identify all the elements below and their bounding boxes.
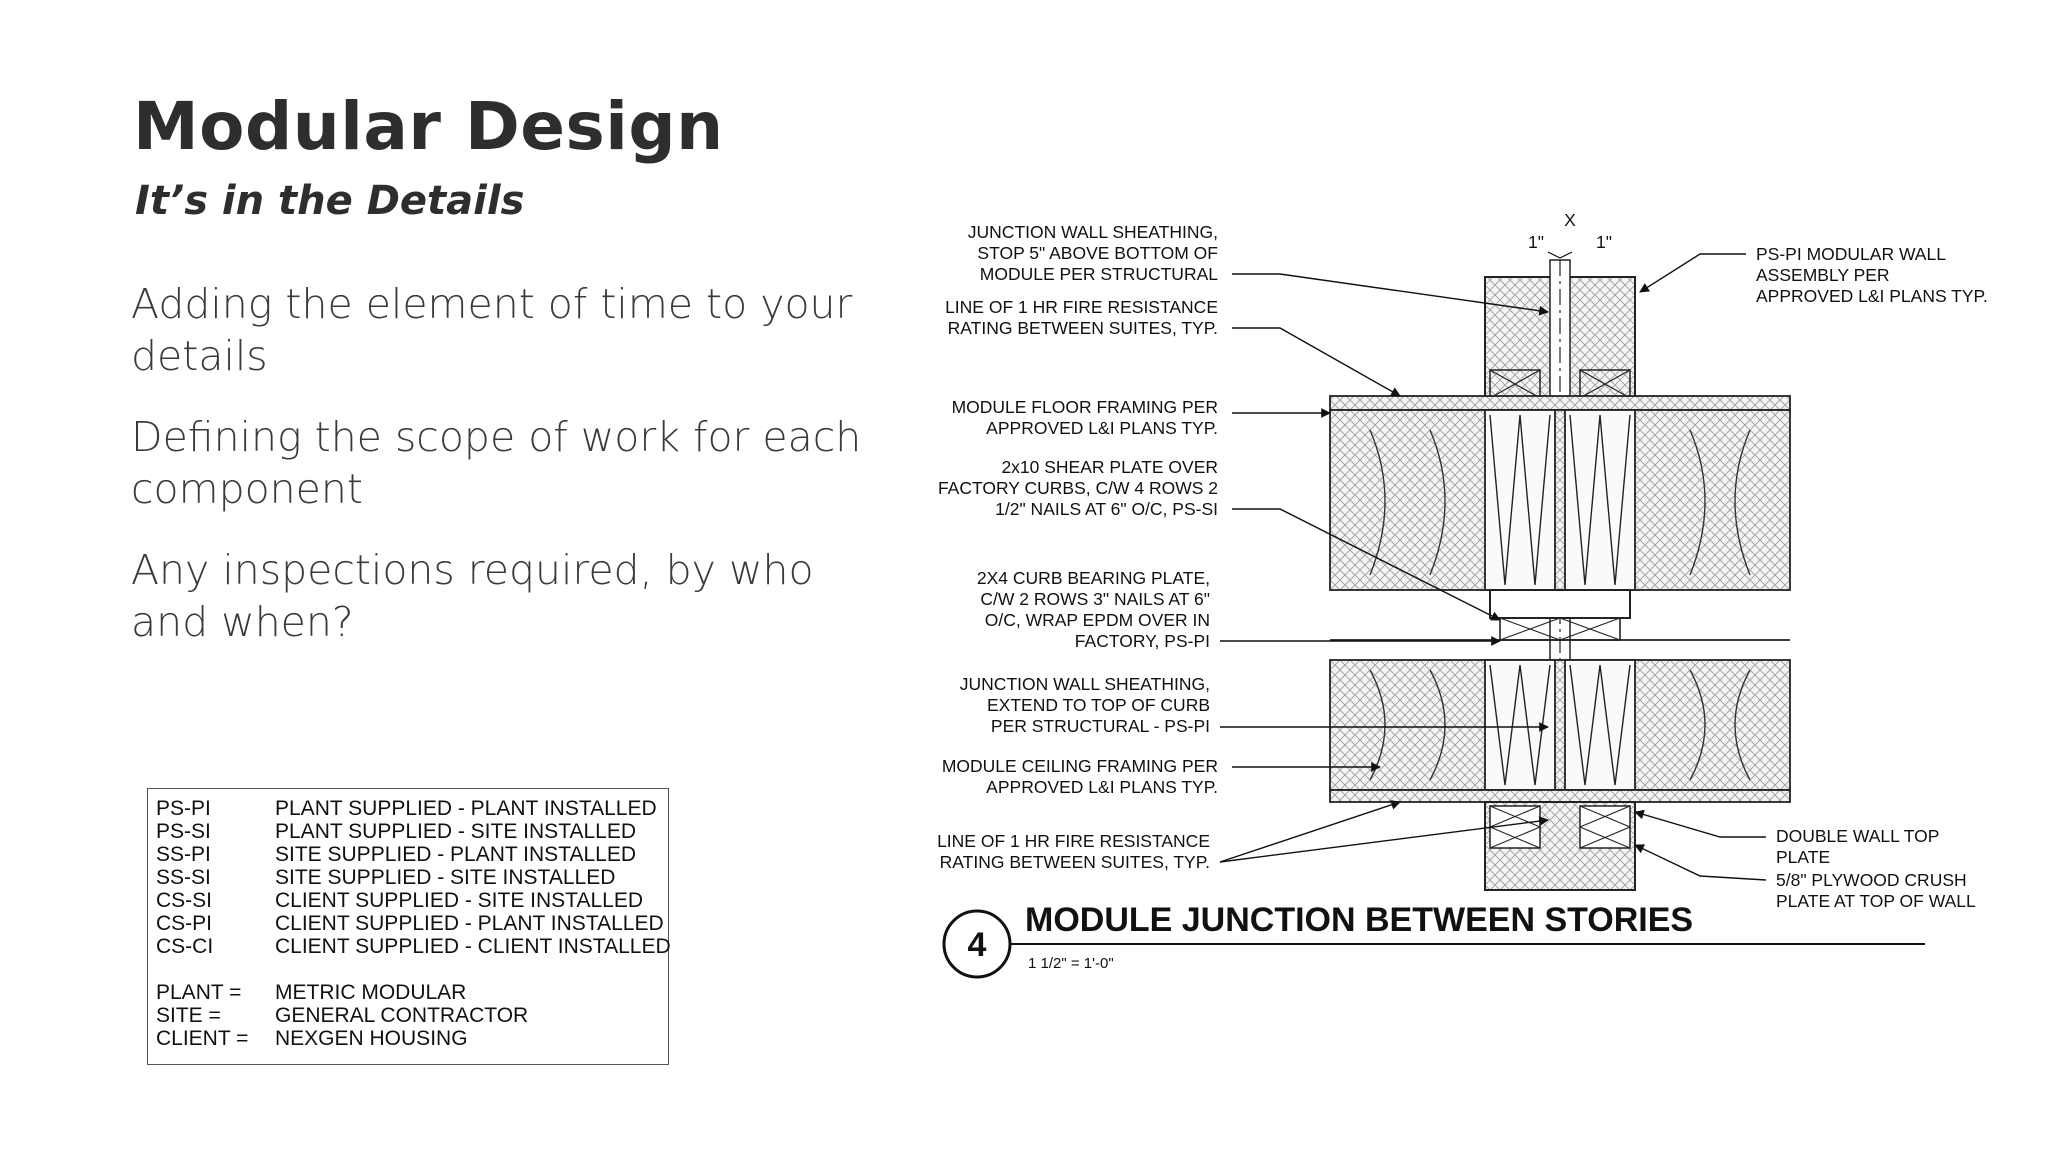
slide-subtitle: It’s in the Details (135, 178, 525, 224)
legend-code: PS-PI (156, 797, 211, 820)
callout-curb-bearing-plate: 2X4 CURB BEARING PLATE, C/W 2 ROWS 3" NA… (977, 568, 1501, 651)
legend-desc: CLIENT SUPPLIED - CLIENT INSTALLED (275, 935, 671, 958)
callout-ceiling-framing: MODULE CEILING FRAMING PER APPROVED L&I … (942, 756, 1381, 797)
bullet-list: Adding the element of time to your detai… (131, 278, 871, 677)
callout-double-top-plate: DOUBLE WALL TOP PLATE (1634, 809, 1939, 867)
svg-text:RATING BETWEEN SUITES, TYP.: RATING BETWEEN SUITES, TYP. (948, 318, 1218, 338)
svg-text:STOP 5" ABOVE BOTTOM OF: STOP 5" ABOVE BOTTOM OF (977, 243, 1218, 263)
legend-code: SITE = (156, 1004, 221, 1027)
bullet-item: Adding the element of time to your detai… (131, 280, 853, 380)
legend-desc: SITE SUPPLIED - PLANT INSTALLED (275, 843, 636, 866)
svg-text:MODULE FLOOR FRAMING PER: MODULE FLOOR FRAMING PER (952, 397, 1218, 417)
legend-code: SS-PI (156, 843, 211, 866)
detail-number: 4 (968, 926, 987, 964)
legend-code: PS-SI (156, 820, 211, 843)
junction-section-drawing: X 1" 1" JUNCTION WALL SHEATHING, STOP 5"… (937, 210, 1988, 979)
legend-desc: PLANT SUPPLIED - SITE INSTALLED (275, 820, 636, 843)
svg-text:1/2" NAILS AT 6" O/C, PS-SI: 1/2" NAILS AT 6" O/C, PS-SI (995, 499, 1218, 519)
svg-text:ASSEMBLY PER: ASSEMBLY PER (1756, 265, 1890, 285)
legend-code: PLANT = (156, 981, 242, 1004)
drawing-title-block: 4 MODULE JUNCTION BETWEEN STORIES 1 1/2"… (942, 901, 1925, 979)
svg-text:PLATE AT TOP OF WALL: PLATE AT TOP OF WALL (1776, 891, 1976, 911)
svg-text:APPROVED L&I PLANS TYP.: APPROVED L&I PLANS TYP. (1756, 286, 1988, 306)
bullet-item: Defining the scope of work for each comp… (131, 413, 862, 513)
legend-desc: CLIENT SUPPLIED - PLANT INSTALLED (275, 912, 664, 935)
svg-text:JUNCTION WALL SHEATHING,: JUNCTION WALL SHEATHING, (968, 222, 1218, 242)
legend-code: SS-SI (156, 866, 211, 889)
svg-text:LINE OF 1 HR FIRE RESISTANCE: LINE OF 1 HR FIRE RESISTANCE (945, 297, 1218, 317)
svg-text:PER STRUCTURAL - PS-PI: PER STRUCTURAL - PS-PI (991, 716, 1210, 736)
callout-crush-plate: 5/8" PLYWOOD CRUSH PLATE AT TOP OF WALL (1634, 844, 1976, 911)
floor-framing-band (1329, 395, 1791, 591)
responsibility-legend: PS-PI PLANT SUPPLIED - PLANT INSTALLED PS… (147, 788, 671, 1065)
svg-text:JUNCTION WALL SHEATHING,: JUNCTION WALL SHEATHING, (960, 674, 1210, 694)
legend-code: CLIENT = (156, 1027, 249, 1050)
legend-desc: NEXGEN HOUSING (275, 1027, 468, 1050)
callout-junction-sheathing-top: JUNCTION WALL SHEATHING, STOP 5" ABOVE B… (968, 222, 1549, 316)
legend-desc: METRIC MODULAR (275, 981, 467, 1004)
legend-code: CS-CI (156, 935, 214, 958)
legend-code: CS-SI (156, 889, 213, 912)
svg-text:RATING BETWEEN SUITES, TYP.: RATING BETWEEN SUITES, TYP. (940, 852, 1210, 872)
svg-text:5/8" PLYWOOD CRUSH: 5/8" PLYWOOD CRUSH (1776, 870, 1967, 890)
svg-text:2X4 CURB BEARING PLATE,: 2X4 CURB BEARING PLATE, (977, 568, 1210, 588)
legend-code: CS-PI (156, 912, 213, 935)
legend-desc: CLIENT SUPPLIED - SITE INSTALLED (275, 889, 643, 912)
svg-text:C/W 2 ROWS 3" NAILS AT 6": C/W 2 ROWS 3" NAILS AT 6" (980, 589, 1210, 609)
lower-wall-top-plates (1484, 801, 1636, 891)
callout-shear-plate: 2x10 SHEAR PLATE OVER FACTORY CURBS, C/W… (938, 457, 1501, 621)
bullet-item: Any inspections required, by who and whe… (131, 546, 814, 646)
callout-modular-wall-assembly: PS-PI MODULAR WALL ASSEMBLY PER APPROVED… (1639, 244, 1988, 306)
svg-text:LINE OF 1 HR FIRE RESISTANCE: LINE OF 1 HR FIRE RESISTANCE (937, 831, 1210, 851)
svg-text:O/C, WRAP EPDM OVER IN: O/C, WRAP EPDM OVER IN (985, 610, 1210, 630)
gap-dimension-mark (1547, 251, 1573, 259)
svg-text:PLATE: PLATE (1776, 847, 1830, 867)
ceiling-framing-band (1329, 659, 1791, 803)
svg-text:MODULE PER STRUCTURAL: MODULE PER STRUCTURAL (980, 264, 1218, 284)
svg-text:EXTEND TO TOP OF CURB: EXTEND TO TOP OF CURB (987, 695, 1210, 715)
drawing-scale: 1 1/2" = 1'-0" (1028, 955, 1114, 972)
svg-text:DOUBLE WALL TOP: DOUBLE WALL TOP (1776, 826, 1939, 846)
callout-floor-framing: MODULE FLOOR FRAMING PER APPROVED L&I PL… (952, 397, 1331, 438)
gap-marker: X (1564, 210, 1576, 230)
drawing-title: MODULE JUNCTION BETWEEN STORIES (1025, 901, 1693, 939)
gap-left-dimension: 1" (1528, 232, 1544, 252)
legend-desc: SITE SUPPLIED - SITE INSTALLED (275, 866, 616, 889)
callout-fire-line-upper: LINE OF 1 HR FIRE RESISTANCE RATING BETW… (945, 297, 1401, 397)
svg-text:FACTORY CURBS, C/W 4 ROWS 2: FACTORY CURBS, C/W 4 ROWS 2 (938, 478, 1218, 498)
legend-desc: PLANT SUPPLIED - PLANT INSTALLED (275, 797, 657, 820)
svg-text:FACTORY, PS-PI: FACTORY, PS-PI (1075, 631, 1210, 651)
svg-text:2x10 SHEAR PLATE OVER: 2x10 SHEAR PLATE OVER (1001, 457, 1218, 477)
curb-bearing-plates (1330, 589, 1790, 641)
svg-text:APPROVED L&I PLANS TYP.: APPROVED L&I PLANS TYP. (986, 777, 1218, 797)
svg-text:APPROVED L&I PLANS TYP.: APPROVED L&I PLANS TYP. (986, 418, 1218, 438)
svg-text:PS-PI MODULAR WALL: PS-PI MODULAR WALL (1756, 244, 1946, 264)
callout-junction-sheathing-curb: JUNCTION WALL SHEATHING, EXTEND TO TOP O… (960, 674, 1549, 736)
callout-fire-line-lower: LINE OF 1 HR FIRE RESISTANCE RATING BETW… (937, 800, 1549, 872)
gap-right-dimension: 1" (1596, 232, 1612, 252)
svg-text:MODULE CEILING FRAMING PER: MODULE CEILING FRAMING PER (942, 756, 1218, 776)
legend-desc: GENERAL CONTRACTOR (275, 1004, 529, 1027)
slide-title: Modular Design (133, 88, 724, 165)
